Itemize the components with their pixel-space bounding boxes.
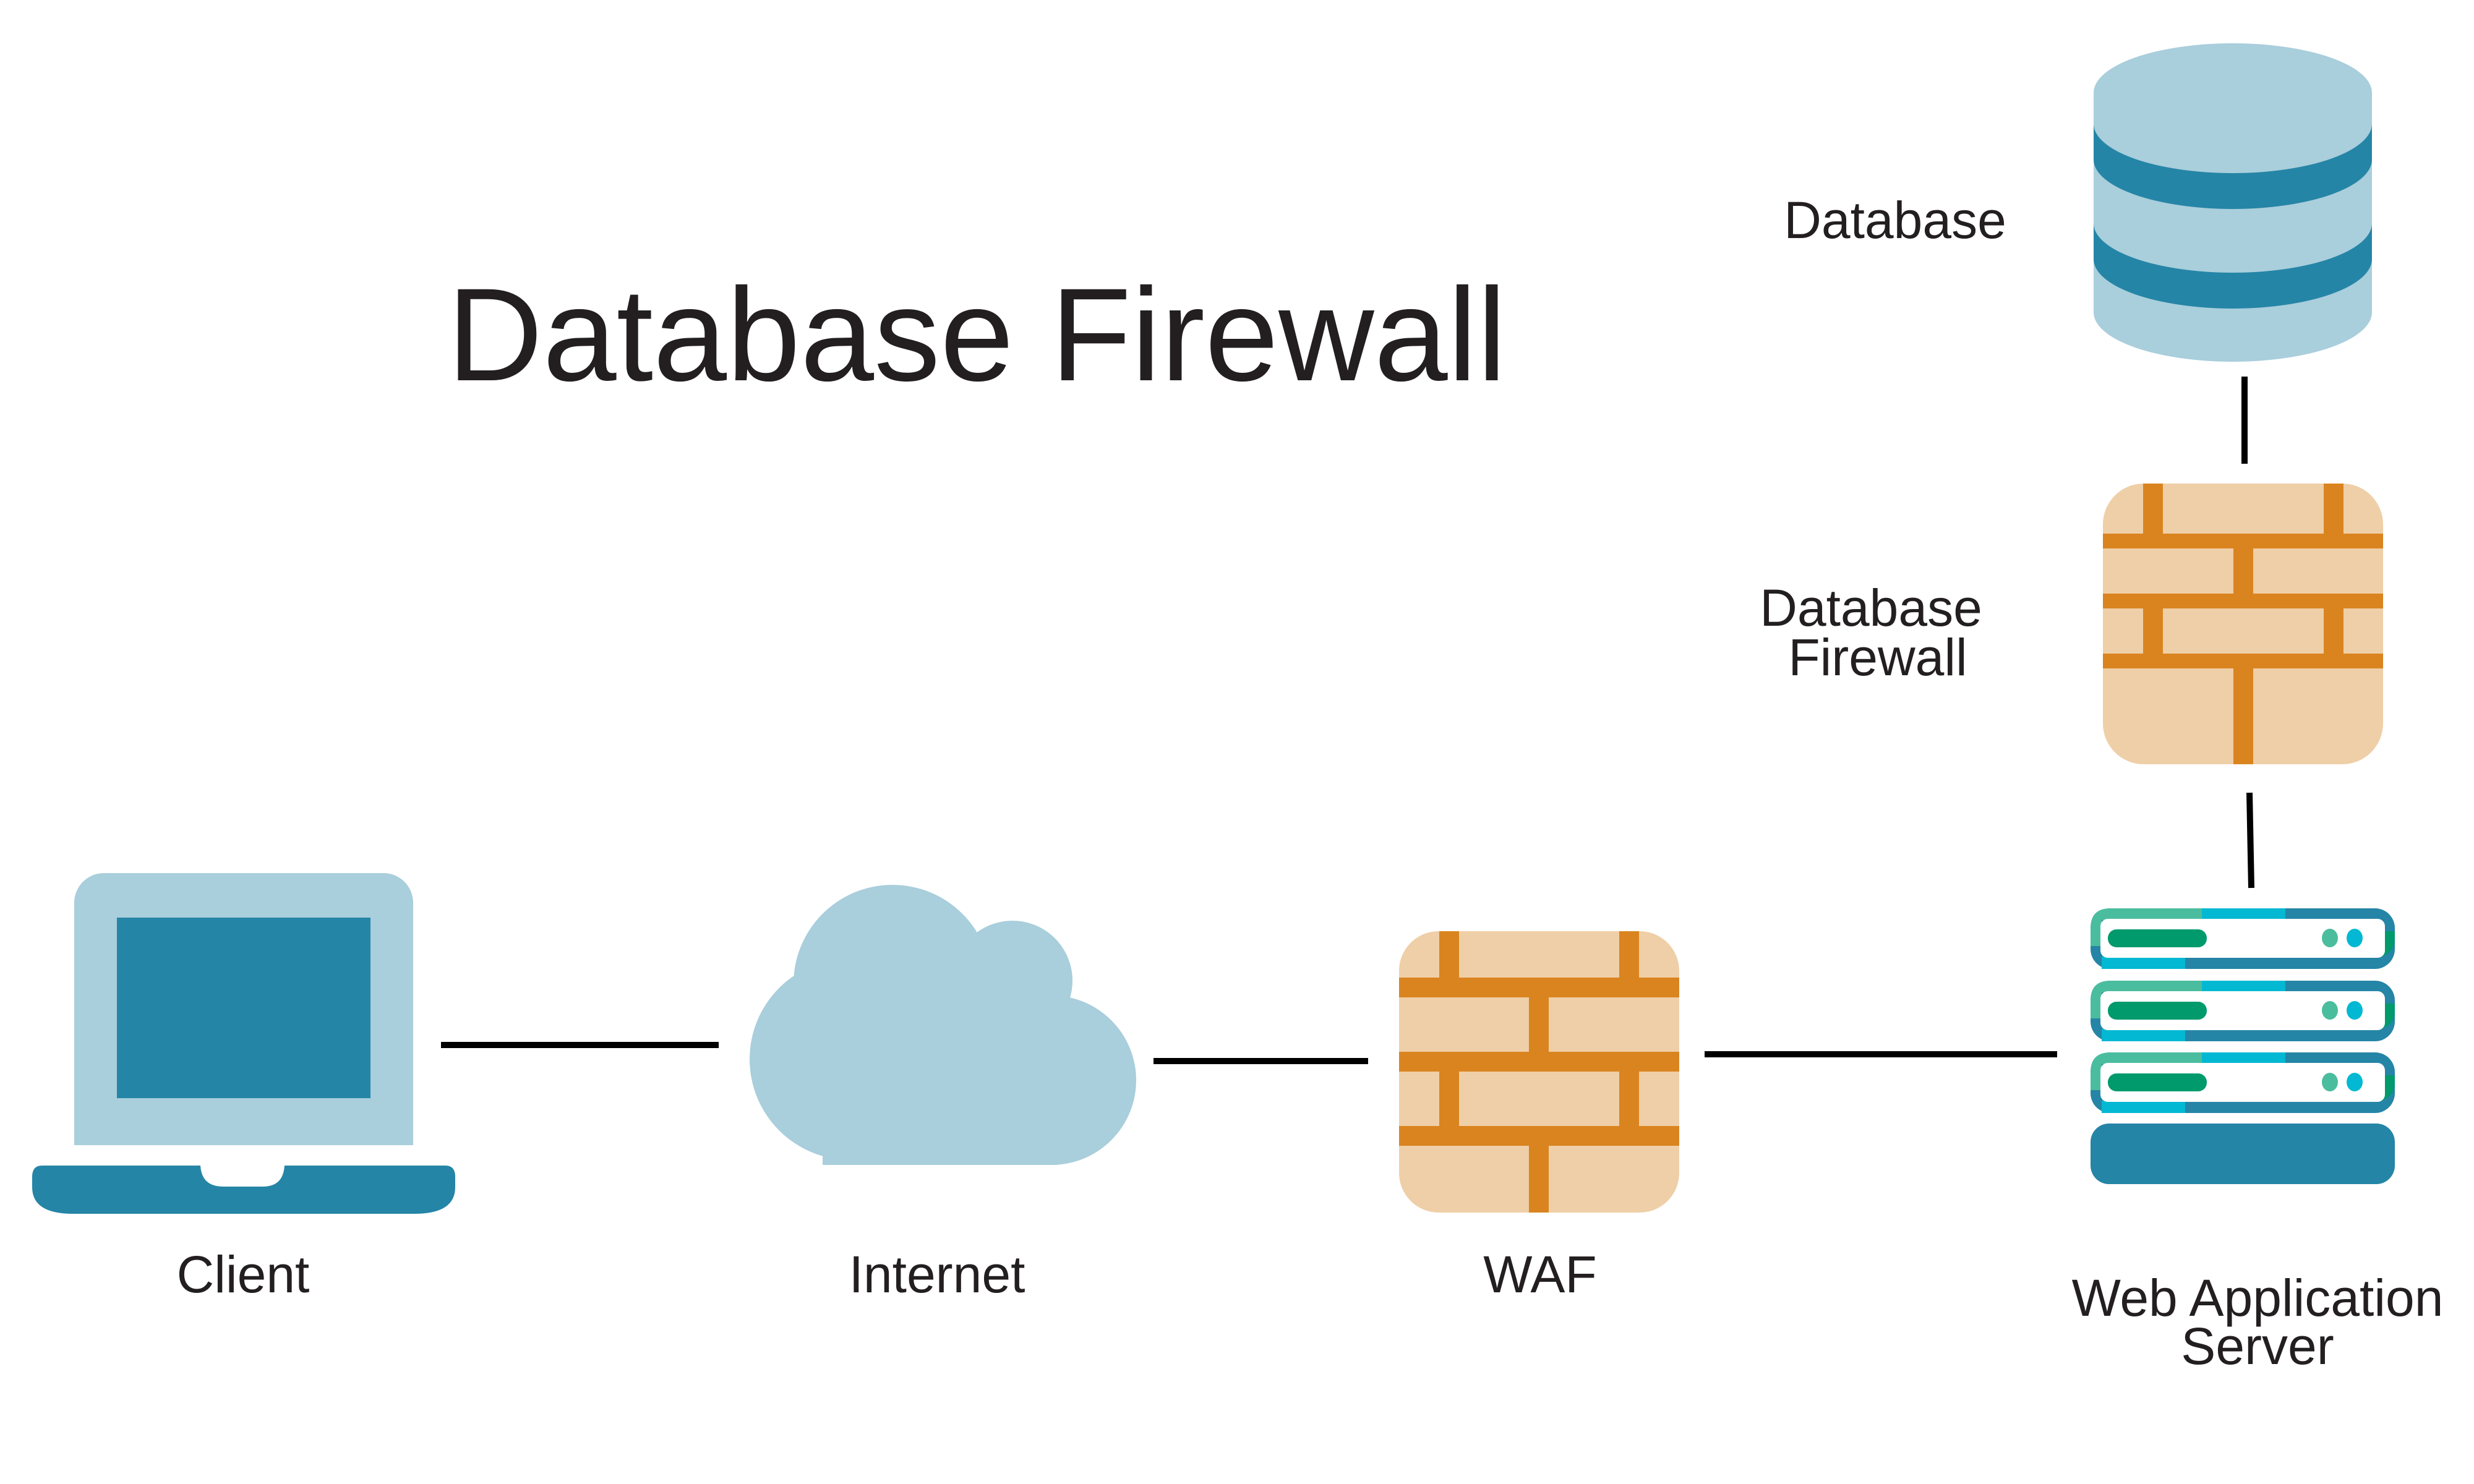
waf-label: WAF	[1483, 1245, 1597, 1303]
laptop-icon[interactable]	[32, 873, 455, 1214]
server-unit	[2091, 908, 2395, 969]
database-cylinder-icon[interactable]	[2094, 43, 2372, 362]
dbfw-mortar	[2103, 484, 2383, 764]
db-firewall-icon[interactable]	[2103, 484, 2383, 765]
diagram-title: Database Firewall	[447, 261, 1507, 409]
web-server-label-line1: Web Application	[2072, 1269, 2444, 1327]
laptop-base	[32, 1166, 455, 1214]
laptop-screen	[117, 918, 370, 1098]
server-unit	[2091, 1052, 2395, 1113]
connector-server-dbfirewall	[2246, 792, 2254, 889]
web-server-label-line2: Server	[2181, 1317, 2334, 1375]
database-label: Database	[1784, 191, 2006, 249]
laptop-lid-bottom	[74, 1113, 413, 1145]
db-band-top	[2094, 124, 2372, 209]
db-firewall-label-line2: Firewall	[1788, 628, 1967, 686]
db-band-bottom	[2094, 223, 2372, 309]
internet-label: Internet	[849, 1245, 1025, 1303]
client-label: Client	[177, 1245, 310, 1303]
db-firewall-label-line1: Database	[1760, 579, 1982, 637]
server-base	[2091, 1124, 2395, 1184]
server-rack-icon[interactable]	[2091, 908, 2395, 1184]
cloud-base	[823, 1014, 1058, 1165]
waf-mortar	[1399, 931, 1679, 1213]
waf-firewall-icon[interactable]	[1399, 931, 1679, 1215]
cloud-icon[interactable]	[750, 885, 1136, 1165]
connectors	[441, 377, 2254, 1064]
server-unit	[2091, 981, 2395, 1041]
